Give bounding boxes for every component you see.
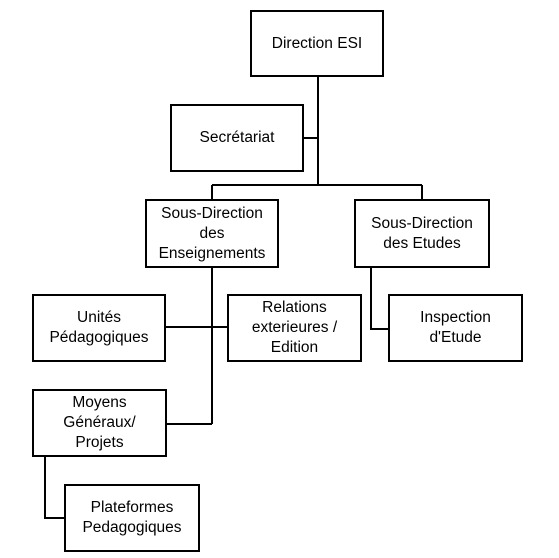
node-plateformes-pedagogiques-label: Plateformes Pedagogiques [82, 499, 182, 536]
node-direction-esi: Direction ESI [250, 10, 384, 77]
node-inspection-etude: Inspection d'Etude [388, 294, 523, 362]
node-sous-direction-enseignements-label: Sous-Direction des Enseignements [158, 204, 266, 262]
node-direction-esi-label: Direction ESI [271, 34, 363, 52]
node-secretariat: Secrétariat [170, 104, 304, 172]
node-moyens-generaux: Moyens Généraux/ Projets [32, 389, 167, 457]
link-moyens-plateformes [44, 456, 65, 519]
node-secretariat-label: Secrétariat [199, 129, 275, 146]
node-unites-pedagogiques-label: Unités Pédagogiques [49, 309, 149, 346]
node-plateformes-pedagogiques: Plateformes Pedagogiques [64, 484, 200, 552]
node-sous-direction-etudes-label: Sous-Direction des Etudes [371, 214, 473, 252]
node-relations-exterieures: Relations exterieures / Edition [227, 294, 362, 362]
node-sous-direction-etudes: Sous-Direction des Etudes [354, 199, 490, 268]
node-sous-direction-enseignements: Sous-Direction des Enseignements [145, 199, 279, 268]
node-inspection-etude-label: Inspection d'Etude [420, 309, 491, 346]
link-sd-etudes-inspection [370, 267, 389, 330]
node-unites-pedagogiques: Unités Pédagogiques [32, 294, 166, 362]
node-relations-exterieures-label: Relations exterieures / Edition [251, 299, 338, 356]
node-moyens-generaux-label: Moyens Généraux/ Projets [63, 394, 136, 451]
